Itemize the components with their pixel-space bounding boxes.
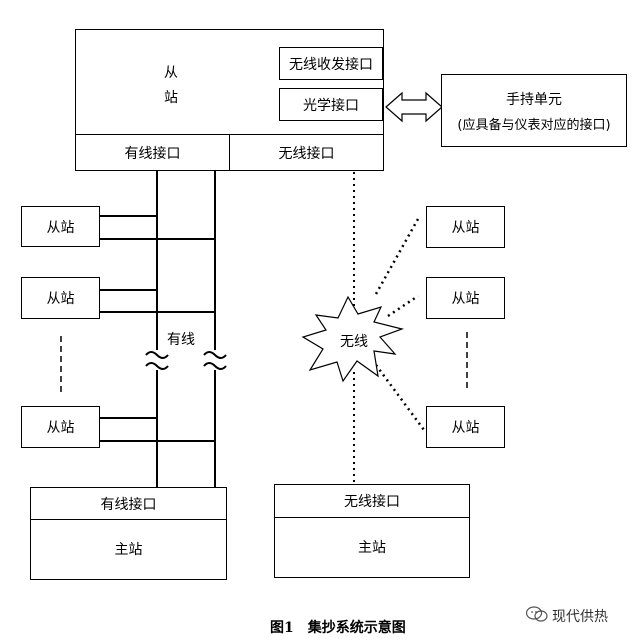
wireless-ray-2 xyxy=(387,294,419,318)
master-wireless-interface-label: 无线接口 xyxy=(344,494,400,510)
left-slave-1: 从站 xyxy=(21,206,100,247)
master-wired-body: 主站 xyxy=(31,519,226,579)
master-wireless-name: 主站 xyxy=(358,540,386,556)
handheld-title: 手持单元 xyxy=(506,92,562,108)
wireless-ray-3 xyxy=(374,364,426,431)
left-slave-3: 从站 xyxy=(21,406,100,448)
top-wireless-interface-label: 无线接口 xyxy=(278,145,335,162)
top-wired-interface: 有线接口 xyxy=(75,134,230,171)
right-slave-1-label: 从站 xyxy=(451,220,480,236)
optical-interface-label: 光学接口 xyxy=(303,97,359,114)
optical-double-arrow xyxy=(385,91,443,123)
master-wireless: 无线接口 主站 xyxy=(274,484,470,578)
break-marks xyxy=(145,350,227,370)
figure-caption: 图1 集抄系统示意图 xyxy=(270,620,406,636)
left-slave-3-label: 从站 xyxy=(46,420,75,436)
handheld-note: (应具备与仪表对应的接口) xyxy=(457,118,611,133)
left-slave-2: 从站 xyxy=(21,277,100,319)
right-slave-1: 从站 xyxy=(426,206,505,248)
left-slave-2-label: 从站 xyxy=(46,291,75,307)
watermark-text: 现代供热 xyxy=(552,609,608,625)
master-wired-name: 主站 xyxy=(114,542,143,558)
wireless-burst xyxy=(301,295,405,383)
wireless-transceiver-label: 无线收发接口 xyxy=(289,56,373,73)
wired-label: 有线 xyxy=(167,332,195,348)
watermark-icon xyxy=(525,605,548,627)
right-slave-2-label: 从站 xyxy=(451,291,480,307)
top-slave-name-char-1: 从 xyxy=(164,65,178,81)
wireless-burst-label: 无线 xyxy=(340,334,368,350)
right-slave-3-label: 从站 xyxy=(451,420,480,436)
right-slave-3: 从站 xyxy=(426,406,505,448)
left-slave-1-label: 从站 xyxy=(46,219,75,236)
optical-interface: 光学接口 xyxy=(279,88,383,121)
master-wired-interface: 有线接口 xyxy=(31,488,226,520)
handheld-unit: 手持单元 (应具备与仪表对应的接口) xyxy=(441,74,627,147)
master-wireless-interface: 无线接口 xyxy=(275,485,469,518)
master-wireless-body: 主站 xyxy=(275,517,469,577)
master-wired-interface-label: 有线接口 xyxy=(100,496,157,513)
top-wired-interface-label: 有线接口 xyxy=(124,145,181,162)
master-wired: 有线接口 主站 xyxy=(30,487,227,580)
right-slave-2: 从站 xyxy=(426,277,505,319)
top-wireless-interface: 无线接口 xyxy=(229,134,384,171)
wireless-transceiver-interface: 无线收发接口 xyxy=(279,47,383,80)
top-slave-name-char-2: 站 xyxy=(164,90,178,106)
wireless-ray-1 xyxy=(374,218,420,295)
